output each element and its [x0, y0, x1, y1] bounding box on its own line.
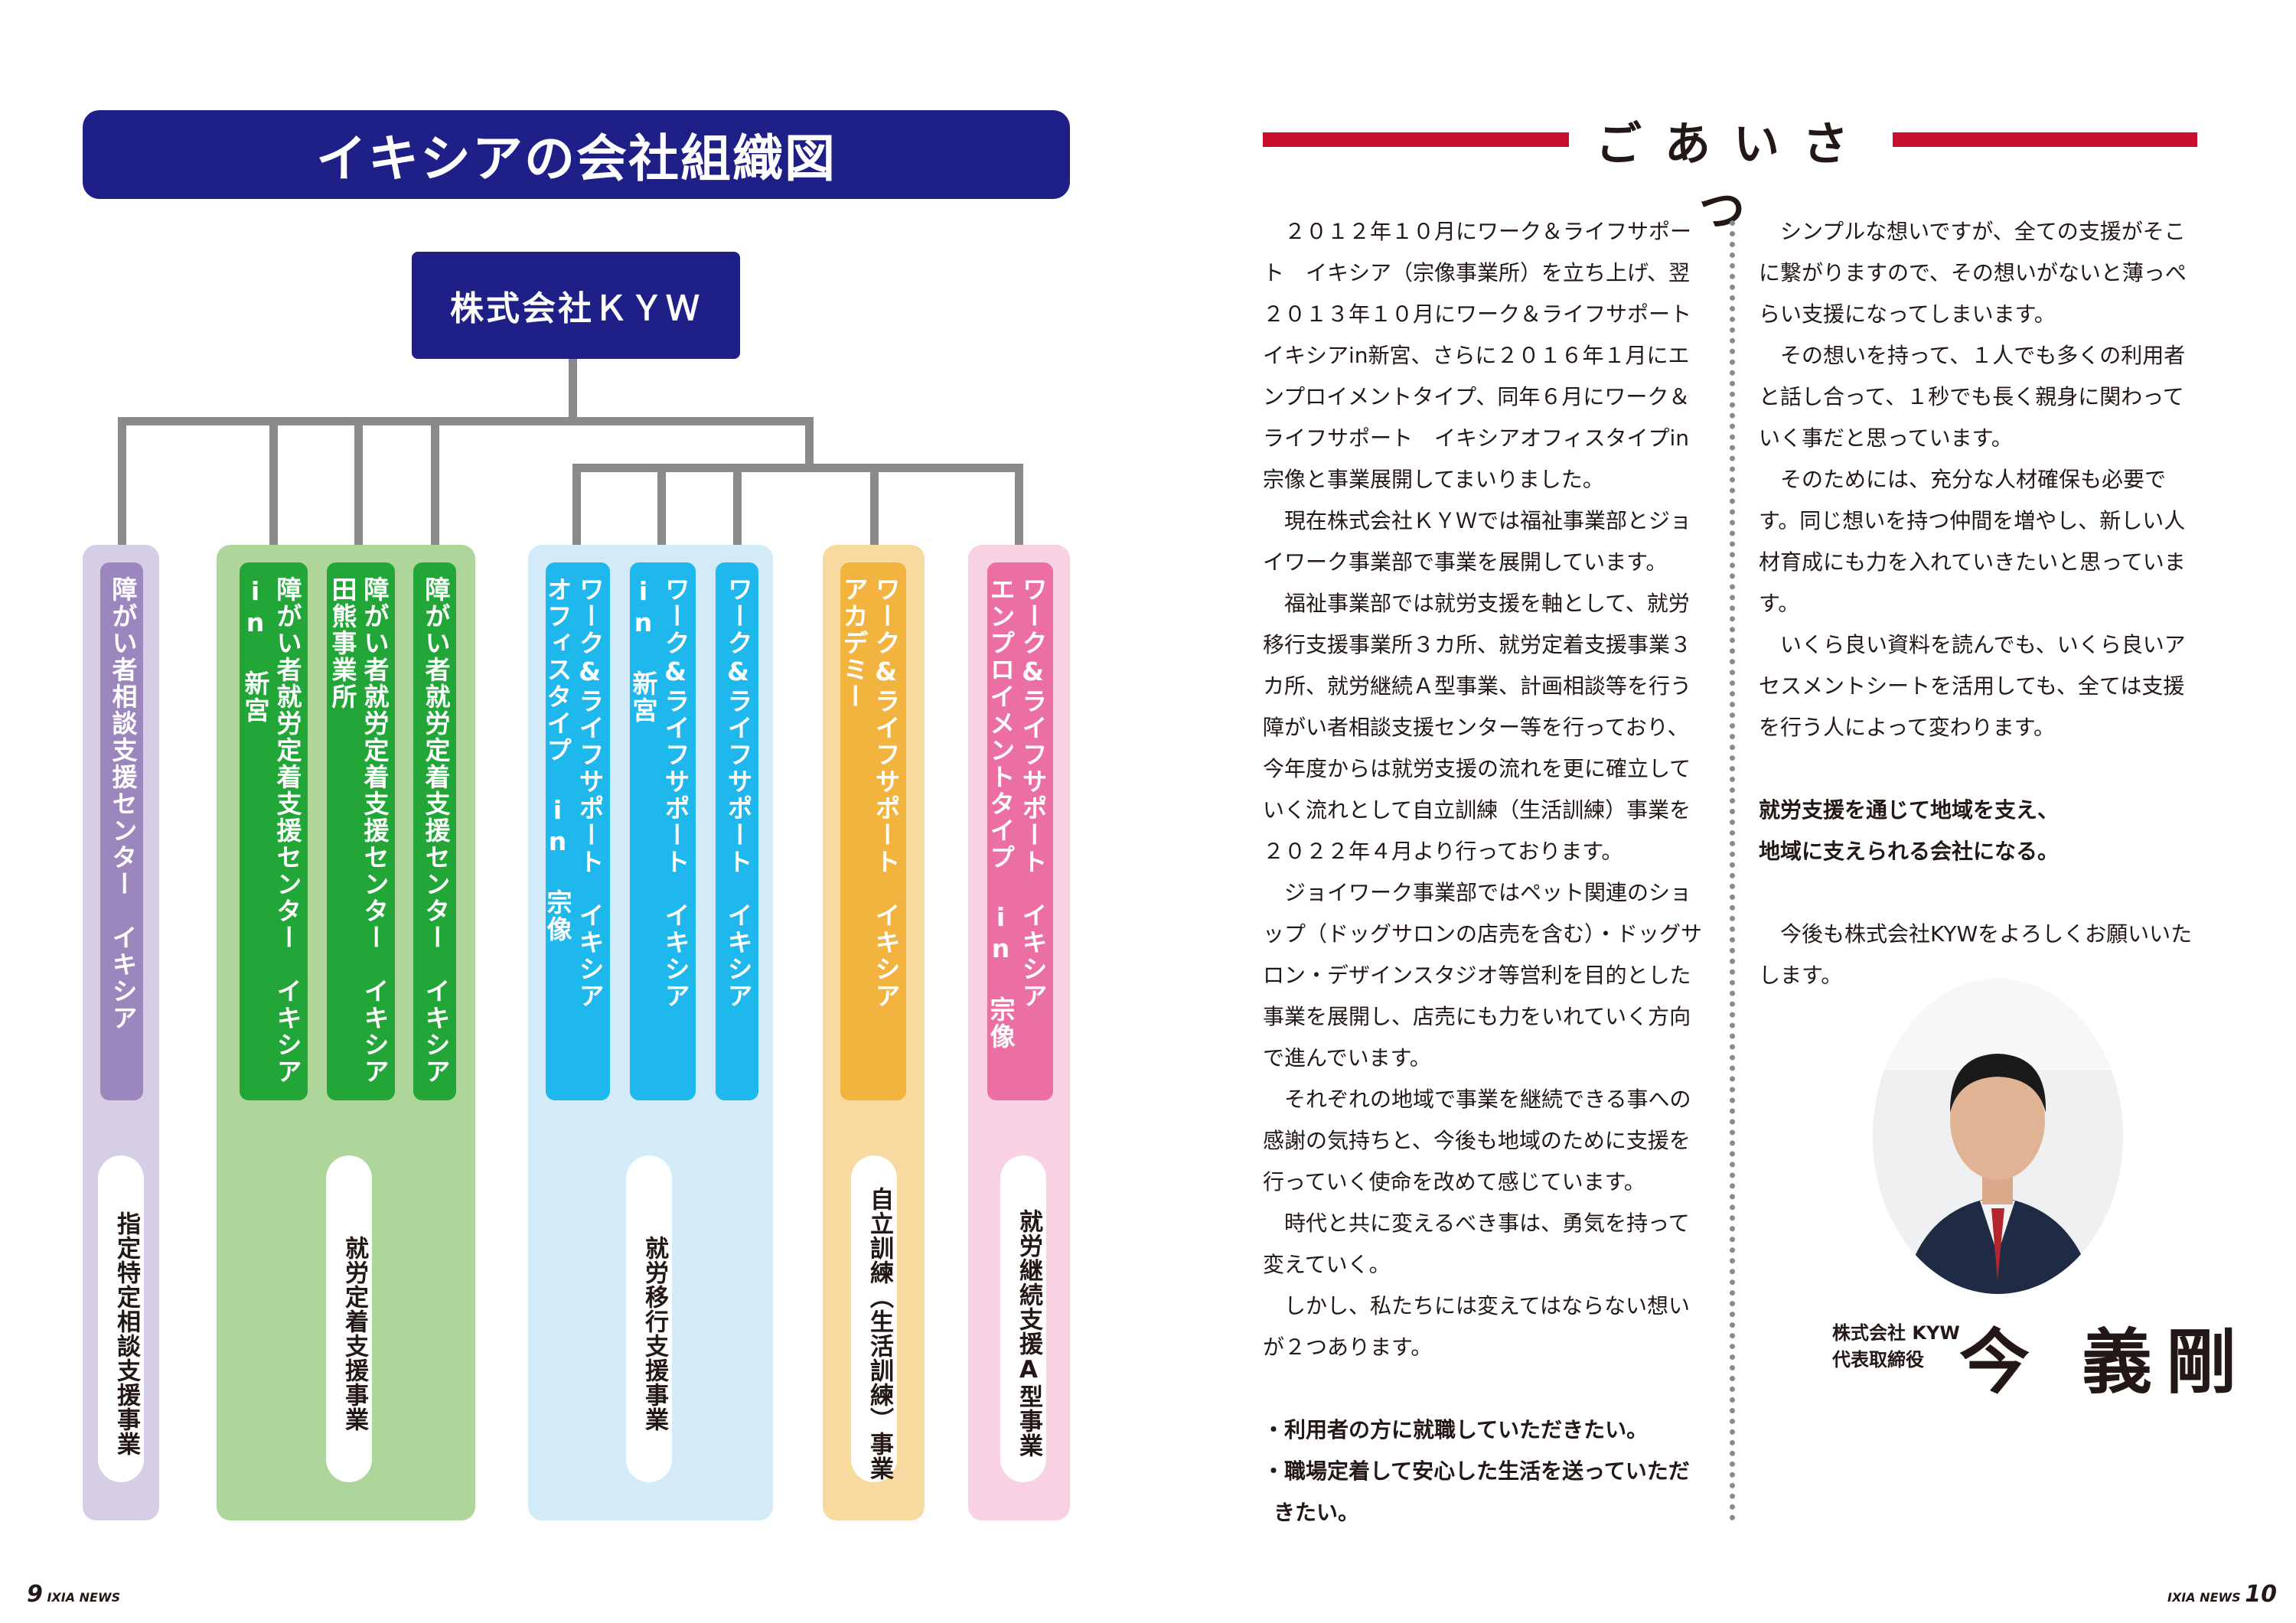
- paragraph: そのためには、充分な人材確保も必要です。同じ想いを持つ仲間を増やし、新しい人材育…: [1759, 467, 2186, 616]
- unit-retention-main: 障がい者就労定着支援センター イキシア: [413, 562, 456, 1100]
- paragraph: いくら良い資料を読んでも、いくら良いアセスメントシートを活用しても、全ては支援を…: [1759, 632, 2186, 740]
- paragraph: それぞれの地域で事業を継続できる事への感謝の気持ちと、今後も地域のために支援を行…: [1263, 1087, 1691, 1194]
- page-number: 10: [2245, 1581, 2277, 1608]
- unit-retention-taguma: 障がい者就労定着支援センター イキシア田熊事業所: [327, 562, 395, 1100]
- greeting-column-1: ２０１２年１０月にワーク＆ライフサポート イキシア（宗像事業所）を立ち上げ、翌２…: [1263, 211, 1714, 1533]
- paragraph: しかし、私たちには変えてはならない想いが２つあります。: [1263, 1293, 1691, 1360]
- greeting-column-2: シンプルな想いですが、全ての支援がそこに繋がりますので、その想いがないと薄っぺら…: [1759, 211, 2199, 996]
- publication-name: IXIA NEWS: [47, 1590, 121, 1605]
- unit-academy: ワーク&ライフサポート イキシアアカデミー: [839, 562, 906, 1100]
- service-transition: 就労移行支援事業: [626, 1155, 672, 1482]
- company-node: 株式会社ＫＹＷ: [412, 252, 740, 359]
- unit-office-munakata: ワーク&ライフサポート イキシアオフィスタイプ in 宗像: [543, 562, 610, 1100]
- service-type-a: 就労継続支援A型事業: [1000, 1155, 1046, 1482]
- heading-rule-right: [1893, 132, 2197, 147]
- column-divider: [1730, 220, 1735, 1521]
- ceo-portrait: [1873, 979, 2123, 1294]
- company-name: 株式会社 KYW: [1832, 1322, 1960, 1344]
- motto-line: 地域に支えられる会社になる。: [1759, 839, 2060, 864]
- bullet-item: ・職場定着して安心した生活を送っていただきたい。: [1263, 1458, 1690, 1525]
- service-life-training: 自立訓練（生活訓練）事業: [851, 1155, 897, 1482]
- page-number: 9: [27, 1581, 43, 1608]
- service-retention: 就労定着支援事業: [326, 1155, 372, 1482]
- service-consultation: 指定特定相談支援事業: [98, 1155, 144, 1482]
- footer-right: IXIA NEWS 10: [2167, 1581, 2277, 1608]
- paragraph: その想いを持って、１人でも多くの利用者と話し合って、１秒でも長く親身に関わってい…: [1759, 343, 2186, 451]
- closing-paragraph: 今後も株式会社KYWをよろしくお願いいたします。: [1759, 921, 2193, 988]
- unit-consultation-center: 障がい者相談支援センター イキシア: [100, 562, 143, 1100]
- publication-name: IXIA NEWS: [2167, 1590, 2241, 1605]
- paragraph: ジョイワーク事業部ではペット関連のショップ（ドッグサロンの店売を含む）・ドッグサ…: [1263, 880, 1703, 1071]
- footer-left: 9 IXIA NEWS: [27, 1581, 120, 1608]
- ceo-caption: 株式会社 KYW 代表取締役: [1832, 1320, 1960, 1374]
- paragraph: 現在株式会社ＫＹＷでは福祉事業部とジョイワーク事業部で事業を展開しています。: [1263, 508, 1692, 575]
- heading-rule-left: [1263, 132, 1569, 147]
- paragraph: ２０１２年１０月にワーク＆ライフサポート イキシア（宗像事業所）を立ち上げ、翌２…: [1263, 219, 1714, 492]
- org-chart-title: イキシアの会社組織図: [83, 110, 1070, 199]
- ceo-role: 代表取締役: [1832, 1349, 1924, 1370]
- paragraph: 福祉事業部では就労支援を軸として、就労移行支援事業所３カ所、就労定着支援事業３カ…: [1263, 591, 1692, 864]
- unit-employment-munakata: ワーク&ライフサポート イキシアエンプロイメントタイプ in 宗像: [986, 562, 1053, 1100]
- motto-line: 就労支援を通じて地域を支え、: [1759, 797, 2060, 823]
- greeting-title: ごあいさつ: [1596, 118, 1871, 238]
- paragraph: 時代と共に変えるべき事は、勇気を持って変えていく。: [1263, 1211, 1690, 1277]
- bullet-item: ・利用者の方に就職していただきたい。: [1263, 1417, 1649, 1442]
- paragraph: シンプルな想いですが、全ての支援がそこに繋がりますので、その想いがないと薄っぺら…: [1759, 219, 2187, 327]
- unit-wls-main: ワーク&ライフサポート イキシア: [716, 562, 758, 1100]
- ceo-signature: 今 義剛: [1959, 1321, 2251, 1403]
